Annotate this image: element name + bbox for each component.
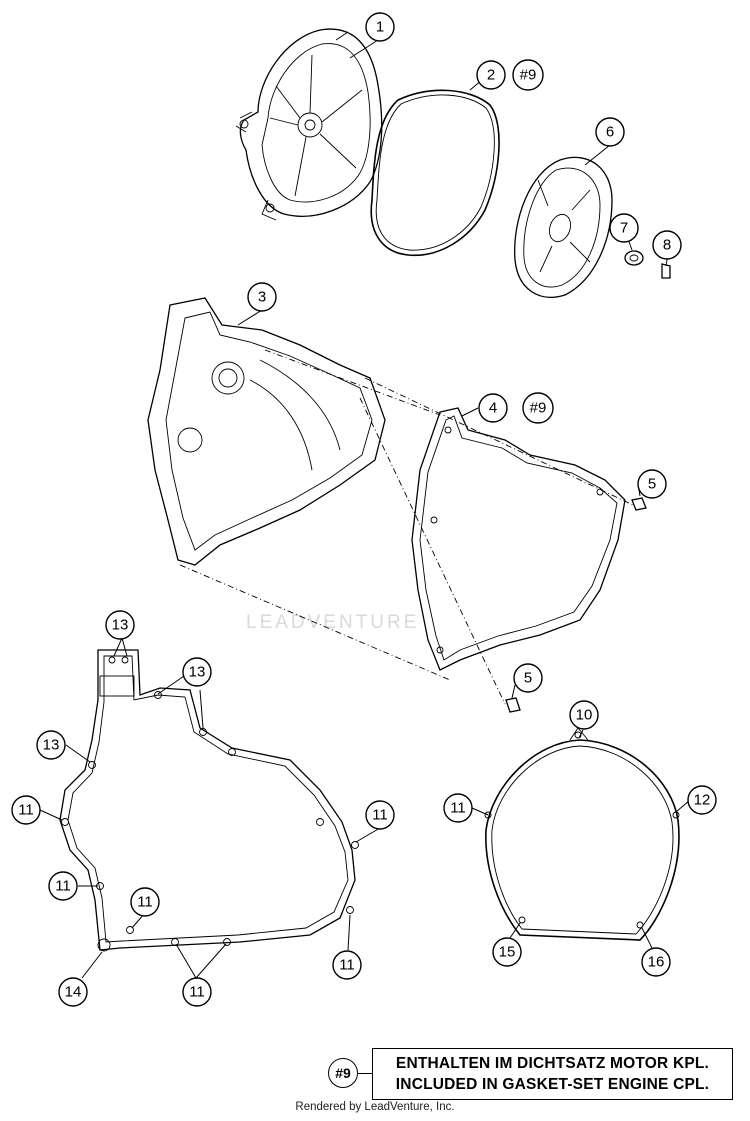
callout-13-left[interactable]: 13: [36, 730, 66, 760]
svg-text:11: 11: [339, 957, 355, 974]
callout-5-upper[interactable]: 5: [637, 469, 667, 499]
callout-16[interactable]: 16: [641, 947, 671, 977]
svg-text:11: 11: [18, 802, 34, 819]
svg-text:11: 11: [189, 984, 205, 1001]
callout-5-lower[interactable]: 5: [513, 663, 543, 693]
callout-11-round-gasket[interactable]: 11: [443, 793, 473, 823]
gasket-detail-view: [59, 649, 359, 952]
callout-12[interactable]: 12: [687, 785, 717, 815]
rendered-by-footer: Rendered by LeadVenture, Inc.: [295, 1101, 455, 1113]
gasket-set-legend: #9 ENTHALTEN IM DICHTSATZ MOTOR KPL. INC…: [328, 1048, 733, 1100]
svg-text:5: 5: [524, 670, 532, 687]
callout-11-right[interactable]: 11: [365, 800, 395, 830]
part-4-gasket[interactable]: [411, 407, 626, 671]
callout-4[interactable]: 4: [478, 393, 508, 423]
svg-text:2: 2: [487, 67, 495, 84]
legend-connector-line: [358, 1073, 372, 1074]
callout-10[interactable]: 10: [569, 700, 599, 730]
svg-text:3: 3: [258, 289, 266, 306]
part-1-clutch-cover[interactable]: [235, 28, 383, 221]
callout-8[interactable]: 8: [652, 230, 682, 260]
callout-7[interactable]: 7: [609, 213, 639, 243]
callout-11-bottom-right[interactable]: 11: [332, 950, 362, 980]
svg-text:11: 11: [450, 800, 466, 817]
part-3-inner-clutch-cover[interactable]: [147, 297, 636, 705]
svg-text:5: 5: [648, 476, 656, 493]
part-2-o-ring[interactable]: [370, 89, 500, 257]
part-5-dowel-upper[interactable]: [631, 497, 647, 511]
part-6-cover-plate[interactable]: [514, 156, 613, 298]
callout-2[interactable]: 2: [476, 60, 506, 90]
callout-14[interactable]: 14: [58, 977, 88, 1007]
svg-text:13: 13: [112, 617, 129, 634]
svg-text:11: 11: [137, 894, 153, 911]
svg-text:1: 1: [376, 19, 384, 36]
part-7-spacer[interactable]: [624, 250, 644, 266]
callout-3[interactable]: 3: [247, 282, 277, 312]
callout-15[interactable]: 15: [492, 937, 522, 967]
svg-text:12: 12: [694, 792, 711, 809]
round-gasket-detail: [484, 727, 680, 941]
svg-text:13: 13: [43, 737, 60, 754]
svg-text:8: 8: [663, 237, 671, 254]
svg-text:16: 16: [648, 954, 665, 971]
callout-6[interactable]: 6: [595, 117, 625, 147]
legend-key-badge: #9: [328, 1058, 358, 1088]
legend-line-english: INCLUDED IN GASKET-SET ENGINE CPL.: [395, 1076, 710, 1093]
svg-text:13: 13: [189, 664, 206, 681]
svg-text:11: 11: [55, 878, 71, 895]
watermark-text: LEADVENTURE: [246, 612, 420, 633]
callout-11-bottom[interactable]: 11: [182, 977, 212, 1007]
svg-text:#9: #9: [520, 67, 537, 84]
legend-text-box: ENTHALTEN IM DICHTSATZ MOTOR KPL. INCLUD…: [372, 1048, 733, 1100]
callout-4-kit-ref[interactable]: #9: [522, 392, 554, 424]
callout-11-mid-left[interactable]: 11: [48, 871, 78, 901]
callout-13-right[interactable]: 13: [182, 657, 212, 687]
svg-text:11: 11: [372, 807, 388, 824]
svg-text:14: 14: [65, 984, 82, 1001]
part-5-dowel-lower[interactable]: [505, 697, 521, 713]
svg-text:4: 4: [489, 400, 497, 417]
callout-2-kit-ref[interactable]: #9: [512, 59, 544, 91]
svg-text:6: 6: [606, 124, 614, 141]
callout-13-top[interactable]: 13: [105, 610, 135, 640]
callout-11-left[interactable]: 11: [11, 795, 41, 825]
legend-line-german: ENTHALTEN IM DICHTSATZ MOTOR KPL.: [395, 1055, 710, 1072]
callout-11-inner[interactable]: 11: [130, 887, 160, 917]
svg-text:10: 10: [576, 707, 593, 724]
svg-text:#9: #9: [530, 400, 547, 417]
svg-text:15: 15: [499, 944, 516, 961]
svg-text:7: 7: [620, 220, 628, 237]
callout-1[interactable]: 1: [365, 12, 395, 42]
